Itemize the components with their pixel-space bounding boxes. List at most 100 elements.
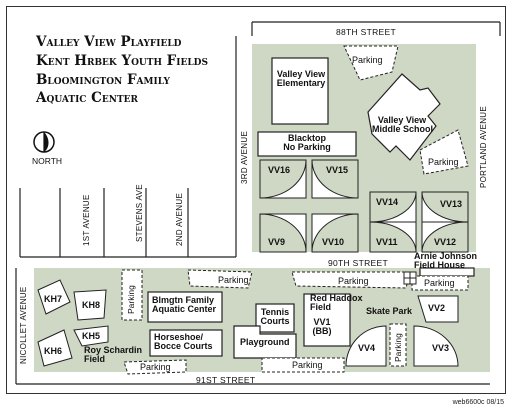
parking-lot-90th-west <box>187 269 253 289</box>
kh6-field <box>37 329 73 367</box>
field-house-label-line-1: Arnie Johnson <box>414 251 478 261</box>
parking-label-90th-east: Parking <box>338 276 369 286</box>
street-2nd: 2ND AVENUE <box>175 192 184 246</box>
map-title-line-2: Kent Hrbek Youth Fields <box>36 53 208 69</box>
field-house-label-line-2: Field House <box>414 260 466 271</box>
north-arrow-icon <box>33 131 55 153</box>
playground-area <box>233 325 297 359</box>
parking-lot-north <box>343 45 399 81</box>
parking-lot-90th-east <box>291 271 411 289</box>
field-kh7: KH7 <box>44 294 63 304</box>
north-label: NORTH <box>32 156 63 166</box>
blacktop-label-line-2: No Parking <box>283 142 331 153</box>
field-vv10: VV10 <box>322 237 345 247</box>
roy-schardin-label: Roy Schardin Field <box>84 345 143 365</box>
field-kh5: KH5 <box>82 331 101 341</box>
roy-schardin-label-line-1: Roy Schardin <box>84 345 143 355</box>
elementary-label-line-1: Valley View <box>276 69 326 79</box>
field-vv3: VV3 <box>432 343 450 353</box>
middle-school-label-line-2: Middle School <box>372 124 434 135</box>
street-lines <box>15 21 501 385</box>
field-vv13: VV13 <box>440 199 463 209</box>
street-3rd: 3RD AVENUE <box>240 130 249 184</box>
blacktop-area <box>257 131 357 157</box>
field-house-marker <box>403 271 417 285</box>
field-vv4: VV4 <box>358 343 376 353</box>
aquatic-center-building <box>147 291 223 323</box>
south-fields <box>37 279 459 367</box>
red-haddox-label: Red Haddox Field <box>310 293 363 313</box>
horseshoe-label: Horseshoe/ Bocce Courts <box>154 332 213 352</box>
kh5-field <box>73 325 109 347</box>
parking-label-91st-west: Parking <box>140 362 171 372</box>
street-90th: 90TH STREET <box>328 258 388 268</box>
tennis-courts-label-line-2: Courts <box>260 316 290 327</box>
horseshoe-label-line-1: Horseshoe/ <box>154 332 204 342</box>
vv4-field <box>345 325 387 367</box>
street-portland: PORTLAND AVENUE <box>479 105 488 188</box>
vv2-field <box>417 295 459 323</box>
field-vv12: VV12 <box>434 237 457 247</box>
field-vv9: VV9 <box>268 237 286 247</box>
street-91st: 91ST STREET <box>196 375 256 385</box>
street-nicollet: NICOLLET AVENUE <box>19 286 28 364</box>
kh8-field <box>73 289 107 321</box>
field-vv2: VV2 <box>428 303 446 313</box>
parking-lot-skate <box>389 323 407 367</box>
red-haddox-label-line-2: Field <box>310 302 332 313</box>
aquatic-center-label: Blmgtn Family Aquatic Center <box>152 295 217 315</box>
map-title-line-4: Aquatic Center <box>36 90 139 106</box>
aquatic-center-label-line-1: Blmgtn Family <box>152 295 215 305</box>
parking-label-field-house: Parking <box>424 278 455 288</box>
middle-school-building <box>367 73 441 161</box>
elementary-label: Valley View Elementary <box>274 69 328 89</box>
field-vv15: VV15 <box>326 165 349 175</box>
tennis-courts <box>255 303 295 333</box>
parking-lot-91st-east <box>261 357 345 373</box>
skate-park-label: Skate Park <box>366 306 413 316</box>
horseshoe-courts <box>149 329 223 357</box>
playground-label: Playground <box>240 337 290 347</box>
parking-label-nicollet: Parking <box>126 285 136 314</box>
map-title-line-3: Bloomington Family <box>36 72 170 88</box>
middle-school-label: Valley View Middle School <box>372 115 434 135</box>
blacktop-label-line-1: Blacktop <box>287 133 326 143</box>
street-1st: 1ST AVENUE <box>82 194 91 246</box>
north-fields <box>259 159 469 253</box>
horseshoe-label-line-2: Bocce Courts <box>154 341 213 352</box>
red-haddox-label-line-1: Red Haddox <box>310 293 363 303</box>
parking-lot-portland <box>419 129 469 175</box>
parking-label-portland: Parking <box>428 157 459 167</box>
map-frame <box>6 6 506 394</box>
field-house-label: Arnie Johnson Field House <box>414 251 478 271</box>
vv1-label: VV1 (BB) <box>310 317 334 337</box>
street-stevens: STEVENS AVE <box>135 184 144 242</box>
roy-schardin-label-line-2: Field <box>84 354 106 365</box>
red-haddox-field <box>303 293 351 347</box>
map-credit: web6600c 08/15 <box>452 399 504 406</box>
blacktop-label: Blacktop No Parking <box>258 133 356 153</box>
parking-label-north: Parking <box>352 55 383 65</box>
parking-label-91st-east: Parking <box>292 360 323 370</box>
street-88th: 88TH STREET <box>336 27 396 37</box>
middle-school-label-line-1: Valley View <box>377 115 427 125</box>
field-vv14: VV14 <box>376 197 399 207</box>
parking-label-skate: Parking <box>393 333 403 362</box>
aquatic-center-label-line-2: Aquatic Center <box>152 304 217 315</box>
field-vv11: VV11 <box>376 237 398 247</box>
tennis-courts-label-line-1: Tennis <box>260 307 290 317</box>
elementary-label-line-2: Elementary <box>276 78 326 89</box>
elementary-building <box>271 57 329 125</box>
parking-lot-nicollet <box>121 269 143 321</box>
vv1-label-line-2: (BB) <box>312 326 332 337</box>
map-title-line-1: Valley View Playfield <box>36 34 182 50</box>
vv1-label-line-1: VV1 <box>313 317 331 327</box>
kh7-field <box>37 279 71 315</box>
field-kh6: KH6 <box>44 346 63 356</box>
vv3-field <box>413 325 459 367</box>
parking-lot-91st-west <box>123 359 187 375</box>
tennis-courts-label: Tennis Courts <box>256 307 294 327</box>
field-vv16: VV16 <box>268 165 291 175</box>
field-kh8: KH8 <box>82 300 101 310</box>
